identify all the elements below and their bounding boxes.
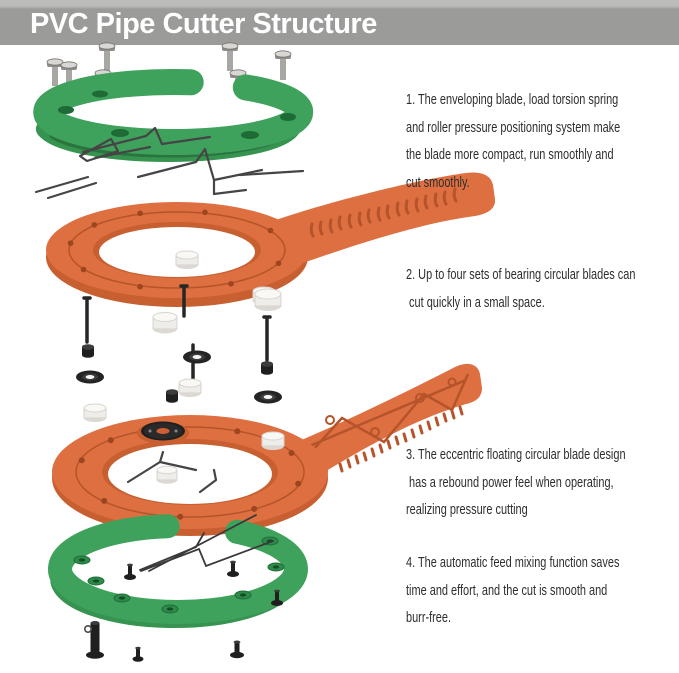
upper-cutter-body [46, 172, 496, 307]
tall-screw-post [84, 621, 104, 659]
torsion-spring-wires [34, 147, 264, 200]
page-title: PVC Pipe Cutter Structure [30, 8, 377, 40]
eccentric-blade-disc [137, 421, 189, 444]
bearing-roller [156, 465, 178, 484]
lower-cutter-body [52, 363, 482, 536]
fastening-screws [84, 560, 283, 662]
screw-holes [78, 428, 302, 520]
circular-blade-washers [76, 350, 282, 404]
ratchet-teeth [338, 405, 464, 473]
grip-ribs [309, 187, 458, 238]
bearing-roller [175, 250, 199, 269]
bottom-cover-ring [48, 514, 308, 629]
title-bar: PVC Pipe Cutter Structure [0, 0, 679, 45]
truss-ribs [299, 373, 470, 463]
screw-holes [67, 209, 282, 290]
bearing-rollers [83, 288, 282, 422]
top-cover-ring [33, 69, 314, 162]
screw-bosses [73, 536, 285, 614]
bearing-roller [261, 431, 285, 450]
torsion-spring-wires [78, 126, 305, 177]
spacer-nuts [82, 344, 273, 403]
